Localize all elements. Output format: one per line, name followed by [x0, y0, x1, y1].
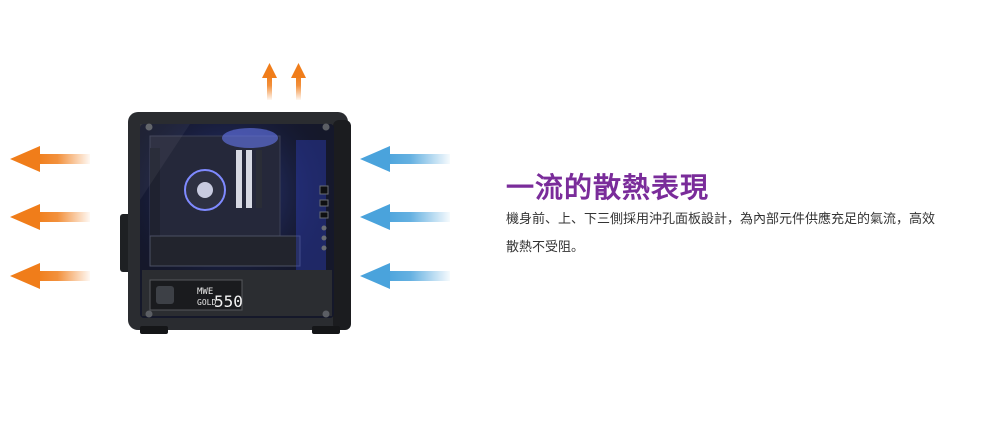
feature-description: 機身前、上、下三側採用沖孔面板設計，為內部元件供應充足的氣流，高效散熱不受阻。 [506, 212, 936, 255]
intake-arrow-icon [360, 204, 450, 230]
psu-model-label: 550 [214, 292, 243, 311]
psu-series-label: GOLD [197, 298, 216, 307]
exhaust-arrow-icon [262, 63, 277, 100]
feature-title: 一流的散熱表現 [506, 171, 710, 204]
exhaust-arrow-icon [10, 204, 90, 230]
intake-arrow-icon [360, 263, 450, 289]
intake-arrow-icon [360, 146, 450, 172]
exhaust-arrow-icon [10, 146, 90, 172]
exhaust-arrow-icon [10, 263, 90, 289]
pc-case-image: MWE GOLD 550 [120, 112, 351, 334]
psu-brand-label: MWE [197, 287, 213, 297]
exhaust-arrow-icon [291, 63, 306, 100]
